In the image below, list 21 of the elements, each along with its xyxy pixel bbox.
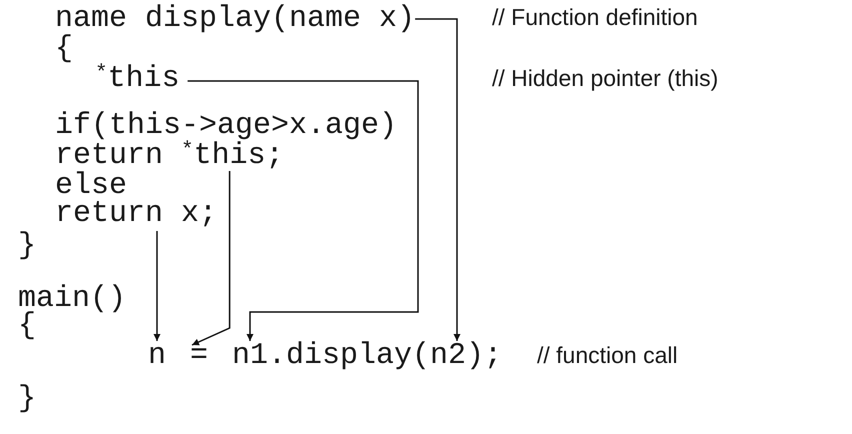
function-header: name display(name x) [55, 4, 416, 34]
code-token: n [148, 341, 166, 371]
code-token: n1.display(n2); [232, 341, 502, 371]
arrow [192, 171, 230, 346]
arrow [154, 231, 160, 341]
code-comment: // Hidden pointer (this) [492, 67, 718, 90]
code-line: return $^{*}$this; [55, 141, 284, 171]
code-line: return x; [55, 199, 218, 229]
code-token: $^{*}$this [95, 64, 180, 94]
code-line: } [18, 384, 36, 414]
code-token: = [190, 341, 208, 371]
code-line: if(this->age>x.age) [55, 111, 398, 141]
code-line: { [55, 34, 74, 64]
code-line: else [55, 171, 128, 201]
arrow [188, 80, 419, 341]
code-comment: // function call [537, 344, 678, 367]
code-line: main() [18, 284, 126, 314]
code-line: { [18, 311, 36, 341]
code-comment: // Function definition [492, 6, 698, 29]
code-line: } [18, 231, 36, 261]
arrow [415, 18, 460, 341]
